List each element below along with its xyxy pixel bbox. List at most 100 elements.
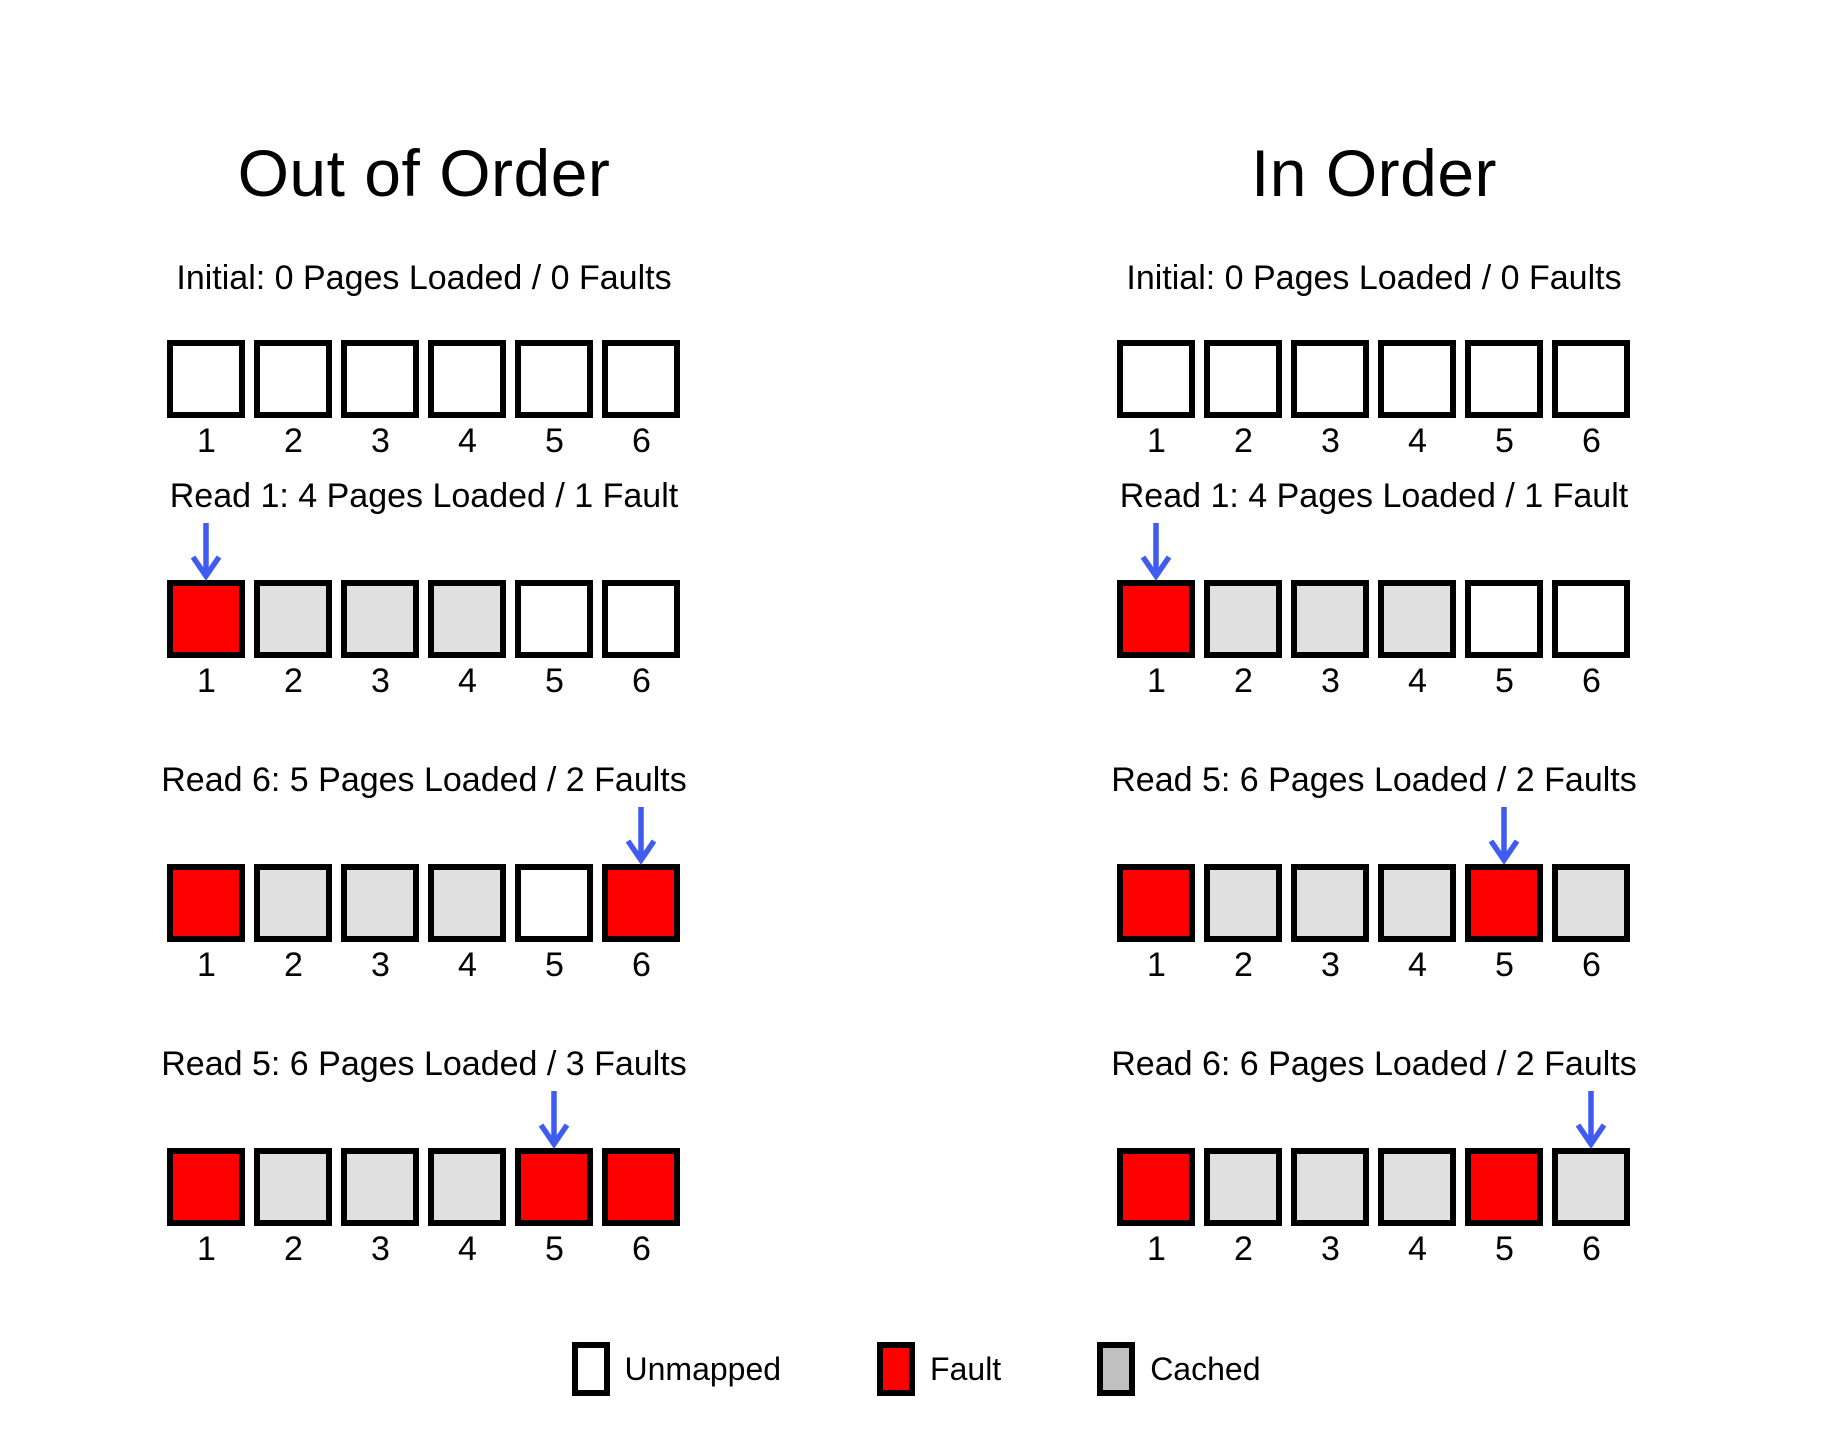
read-arrow-icon (626, 807, 657, 865)
page-read-step: Read 6: 6 Pages Loaded / 2 Faults 1 2 3 … (1111, 1044, 1636, 1268)
page-frame-number: 3 (1321, 946, 1340, 984)
page-read-step: Read 1: 4 Pages Loaded / 1 Fault 1 2 3 4… (1117, 476, 1631, 700)
page-frame: 3 (1291, 864, 1370, 984)
page-frame-number: 5 (1495, 662, 1514, 700)
legend-label: Unmapped (624, 1351, 782, 1387)
page-frame-box-unmapped (602, 340, 681, 418)
fault-swatch-icon (877, 1342, 916, 1396)
page-frame: 2 (1204, 580, 1283, 700)
legend-item-fault: Fault (877, 1342, 1001, 1396)
strategy-column-in-order: In Order Initial: 0 Pages Loaded / 0 Fau… (916, 140, 1832, 1268)
page-frame-number: 3 (1321, 422, 1340, 460)
page-frame-number: 6 (632, 946, 651, 984)
page-read-step: Read 6: 5 Pages Loaded / 2 Faults 1 2 3 … (161, 760, 686, 984)
legend-label: Fault (930, 1351, 1002, 1387)
page-frame-box-unmapped (1117, 340, 1196, 418)
page-frame: 6 (602, 580, 681, 700)
page-frame: 6 (602, 1148, 681, 1268)
page-frame-box-cached (1378, 580, 1457, 658)
unmapped-swatch-icon (571, 1342, 610, 1396)
page-frame-number: 4 (1408, 1230, 1427, 1268)
page-frame-box-unmapped (167, 340, 246, 418)
page-frame: 1 (1117, 1148, 1196, 1268)
page-frame-box-cached (1552, 1148, 1631, 1226)
legend-item-cached: Cached (1097, 1342, 1260, 1396)
page-frame-box-cached (1291, 864, 1370, 942)
legend-item-unmapped: Unmapped (571, 1342, 782, 1396)
page-frame-number: 3 (371, 1230, 390, 1268)
page-frame-number: 1 (1147, 662, 1166, 700)
page-frame-row: 1 2 3 4 5 6 (167, 1148, 681, 1268)
page-frame: 2 (1204, 864, 1283, 984)
step-label: Read 5: 6 Pages Loaded / 2 Faults (1111, 761, 1637, 799)
page-frame-box-unmapped (1378, 340, 1457, 418)
step-label: Initial: 0 Pages Loaded / 0 Faults (176, 259, 672, 297)
page-frame: 6 (1552, 580, 1631, 700)
page-frame: 1 (167, 864, 246, 984)
page-frame-number: 2 (1234, 1230, 1253, 1268)
page-frame-number: 6 (1582, 422, 1601, 460)
page-frame-box-unmapped (1552, 580, 1631, 658)
page-frame-number: 4 (1408, 422, 1427, 460)
read-arrow-icon (539, 1091, 570, 1149)
page-frame: 5 (1465, 340, 1544, 460)
page-frame-box-unmapped (1291, 340, 1370, 418)
page-frame-box-cached (1552, 864, 1631, 942)
arrow-zone (167, 1084, 680, 1149)
page-frame-number: 1 (197, 1230, 216, 1268)
page-frame: 1 (167, 580, 246, 700)
page-frame: 3 (1291, 1148, 1370, 1268)
page-frame-box-cached (428, 864, 507, 942)
step-label: Read 6: 6 Pages Loaded / 2 Faults (1111, 1045, 1637, 1083)
page-frame-number: 6 (1582, 946, 1601, 984)
page-frame: 3 (341, 580, 420, 700)
page-frame-box-unmapped (1465, 580, 1544, 658)
arrow-zone (1117, 800, 1630, 865)
page-read-step: Read 5: 6 Pages Loaded / 3 Faults 1 2 3 … (161, 1044, 686, 1268)
cached-swatch-icon (1097, 1342, 1136, 1396)
page-frame: 1 (167, 1148, 246, 1268)
column-title: Out of Order (237, 136, 611, 210)
page-frame-number: 1 (197, 946, 216, 984)
page-frame-box-fault (602, 864, 681, 942)
page-frame-box-fault (167, 1148, 246, 1226)
page-frame-box-fault (1117, 1148, 1196, 1226)
page-frame: 1 (1117, 580, 1196, 700)
page-frame-number: 3 (371, 662, 390, 700)
page-frame-box-cached (254, 580, 333, 658)
page-frame-box-fault (1117, 580, 1196, 658)
page-frame-box-cached (428, 580, 507, 658)
arrow-zone (167, 298, 680, 340)
arrow-zone (167, 800, 680, 865)
page-frame-box-unmapped (515, 580, 594, 658)
page-frame-row: 1 2 3 4 5 6 (1117, 340, 1631, 460)
page-frame: 4 (428, 340, 507, 460)
page-frame-number: 5 (545, 662, 564, 700)
step-label: Read 1: 4 Pages Loaded / 1 Fault (169, 477, 679, 515)
page-read-step: Read 5: 6 Pages Loaded / 2 Faults 1 2 3 … (1111, 760, 1636, 984)
page-frame: 4 (1378, 864, 1457, 984)
legend-label: Cached (1150, 1351, 1261, 1387)
page-frame-number: 6 (632, 662, 651, 700)
step-list: Initial: 0 Pages Loaded / 0 Faults 1 2 3… (161, 206, 686, 1268)
page-frame: 6 (1552, 864, 1631, 984)
step-label: Read 1: 4 Pages Loaded / 1 Fault (1119, 477, 1629, 515)
step-label: Read 5: 6 Pages Loaded / 3 Faults (161, 1045, 687, 1083)
page-frame-number: 3 (371, 946, 390, 984)
page-frame-number: 4 (458, 1230, 477, 1268)
page-frame-number: 4 (1408, 662, 1427, 700)
page-frame-row: 1 2 3 4 5 6 (1117, 864, 1631, 984)
page-frame: 5 (515, 340, 594, 460)
page-frame-number: 6 (632, 422, 651, 460)
page-frame-box-cached (1378, 864, 1457, 942)
page-frame-number: 1 (1147, 1230, 1166, 1268)
page-frame-box-fault (167, 580, 246, 658)
page-frame-box-cached (341, 864, 420, 942)
page-frame-box-cached (254, 1148, 333, 1226)
page-frame-row: 1 2 3 4 5 6 (167, 864, 681, 984)
page-frame-box-cached (254, 864, 333, 942)
page-frame-row: 1 2 3 4 5 6 (1117, 580, 1631, 700)
page-frame-box-fault (515, 1148, 594, 1226)
page-read-step: Initial: 0 Pages Loaded / 0 Faults 1 2 3… (1117, 258, 1631, 460)
page-frame-box-unmapped (428, 340, 507, 418)
